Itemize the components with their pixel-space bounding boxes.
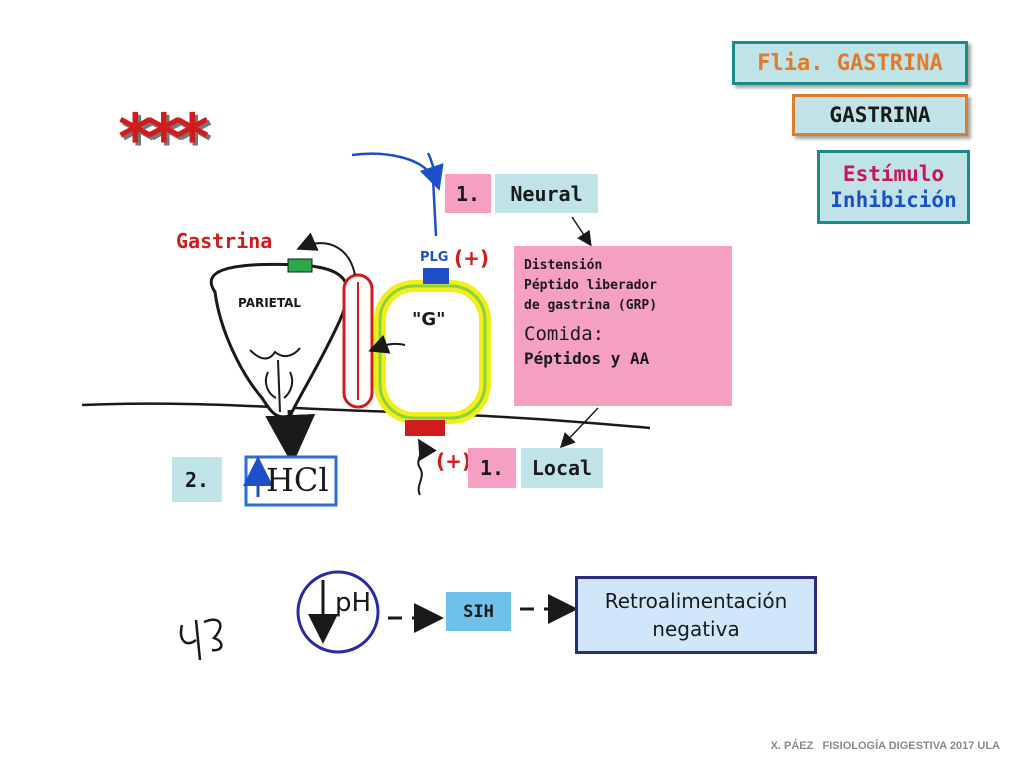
hcl-secretion-arrow [265,409,316,465]
neural-fiber [351,152,438,237]
stimuli-box: Distensión Péptido liberador de gastrina… [514,246,732,406]
stimuli-to-local-arrow [559,407,599,449]
stimulus-grp-1: Péptido liberador [524,278,658,293]
hormone-title: GASTRINA [829,103,931,127]
gastrin-secretion-arrow [368,334,406,354]
gastrina-label: Gastrina [176,229,273,253]
stars-mark: *** [118,100,210,177]
step2-number: 2. [172,457,222,502]
step1-local-number: 1. [468,448,516,488]
sih-box: SIH [446,592,511,631]
local-box: Local [521,448,603,488]
hormone-title-box: GASTRINA [792,94,968,136]
feedback-line2: negativa [652,617,740,641]
plg-label: PLG [420,250,449,265]
stimulus-peptides: Péptidos y AA [524,349,650,368]
psi-sign [179,618,223,661]
gastrin-to-receptor-arrow [296,232,356,276]
stimulus-label: Estímulo [842,162,945,186]
g-cell-label: "G" [412,309,446,330]
stimulus-grp-2: de gastrina (GRP) [524,298,658,313]
feedback-line1: Retroalimentación [604,589,788,613]
plus-top-label: (+) [454,246,490,270]
gastrin-receptor [287,258,313,273]
neural-box: Neural [495,174,598,213]
luminal-receptor [405,420,445,436]
neural-fiber-branch [419,152,444,191]
plg-receptor [423,268,449,284]
hcl-label: HCl [266,461,329,499]
negative-feedback-box: Retroalimentación negativa [575,576,817,654]
ph-label: pH [335,588,372,618]
plus-bottom-label: (+) [436,449,472,473]
parietal-canaliculus [249,347,301,413]
family-title-box: Flia. GASTRINA [732,41,968,85]
stimulus-distension: Distensión [524,258,603,273]
inhibition-label: Inhibición [830,188,957,212]
lumen-stimulus [417,438,437,496]
family-title: Flia. GASTRINA [757,50,943,76]
neural-to-stimuli-arrow [571,216,592,247]
footer-credit: X. PÁEZ FISIOLOGÍA DIGESTIVA 2017 ULA [770,740,1000,752]
mucosa-line [81,402,651,430]
parietal-cell [209,262,349,419]
parietal-label: PARIETAL [238,296,302,310]
stimulus-inhibition-box: Estímulo Inhibición [817,150,970,224]
g-cell [374,280,491,424]
step1-neural-number: 1. [445,174,491,213]
stimulus-food: Comida: [524,323,605,345]
